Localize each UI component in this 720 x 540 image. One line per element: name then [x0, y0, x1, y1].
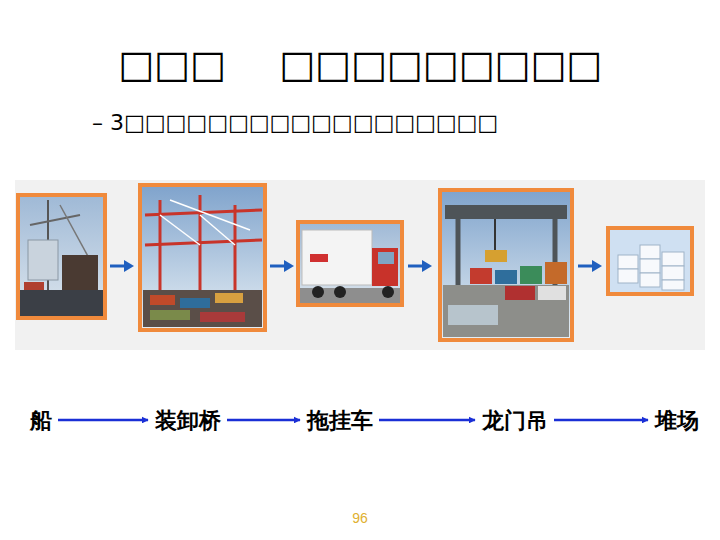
stage-label: 装卸桥 — [151, 405, 225, 435]
stage-name: 船 — [30, 407, 52, 433]
stage-label: 龙门吊 — [478, 405, 552, 435]
photo-band — [15, 180, 705, 350]
stage-name: 拖挂车 — [307, 407, 373, 433]
flow-arrow — [554, 419, 648, 422]
stage-name: 堆场 — [655, 407, 699, 433]
gantry-photo — [440, 190, 572, 340]
flow-arrow — [379, 419, 475, 422]
yard-photo — [608, 228, 692, 294]
stage-name: 龙门吊 — [482, 407, 548, 433]
photo-arrows — [110, 260, 602, 272]
stage-name: 装卸桥 — [155, 407, 221, 433]
stage-label: 堆场 — [651, 405, 703, 435]
truck-photo — [298, 222, 402, 305]
ship-photo — [18, 195, 105, 318]
bullet-text: – 3□□□□□□□□□□□□□□□□□□ — [92, 110, 498, 135]
crane-photo — [140, 185, 265, 330]
stage-label: 拖挂车 — [303, 405, 377, 435]
slide-title: □□□ □□□□□□□□□ — [0, 42, 720, 86]
page-number: 96 — [352, 510, 368, 526]
flow-arrow — [227, 419, 300, 422]
flow-arrow — [58, 419, 148, 422]
stage-label: 船 — [26, 405, 56, 435]
